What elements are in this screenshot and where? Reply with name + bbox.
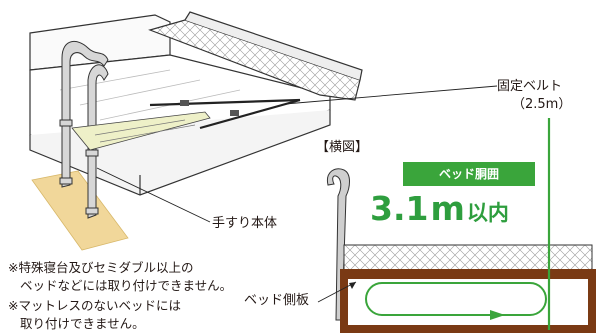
circumference-loop: [365, 282, 547, 316]
note-line-4: 取り付けできません。: [20, 316, 145, 331]
note-line-2: ベッドなどには取り付けできません。: [20, 278, 233, 293]
circumference-limit: 3.1m以内: [370, 192, 509, 225]
note-line-3: ※マットレスのないベッドには: [8, 298, 181, 313]
lifted-mattress: [148, 19, 361, 101]
circumference-badge: [403, 162, 535, 186]
limit-suffix: 以内: [466, 201, 509, 225]
handrail-side: [326, 168, 350, 321]
limit-number: 3.1: [370, 189, 429, 228]
handrail-body-label: 手すり本体: [212, 216, 278, 231]
bed-side-frame: [340, 269, 596, 333]
side-view-label: 【横図】: [316, 140, 369, 155]
belt-leader-line: [284, 85, 498, 105]
limit-unit: m: [430, 189, 465, 228]
side-mattress: [343, 244, 593, 274]
bed-side-board-label: ベッド側板: [244, 293, 310, 308]
note-line-1: ※特殊寝台及びセミダブル以上の: [8, 260, 194, 275]
belt-label: 固定ベルト: [497, 79, 563, 94]
handrail-perspective: [59, 40, 109, 219]
body-leader-line: [96, 167, 211, 223]
badge-text: ベッド胴囲: [438, 167, 499, 181]
belt-length-label: （2.5m）: [512, 97, 572, 112]
board-leader-line: [317, 281, 357, 303]
loop-arrow: [490, 310, 505, 320]
strap-belt: [149, 98, 301, 130]
